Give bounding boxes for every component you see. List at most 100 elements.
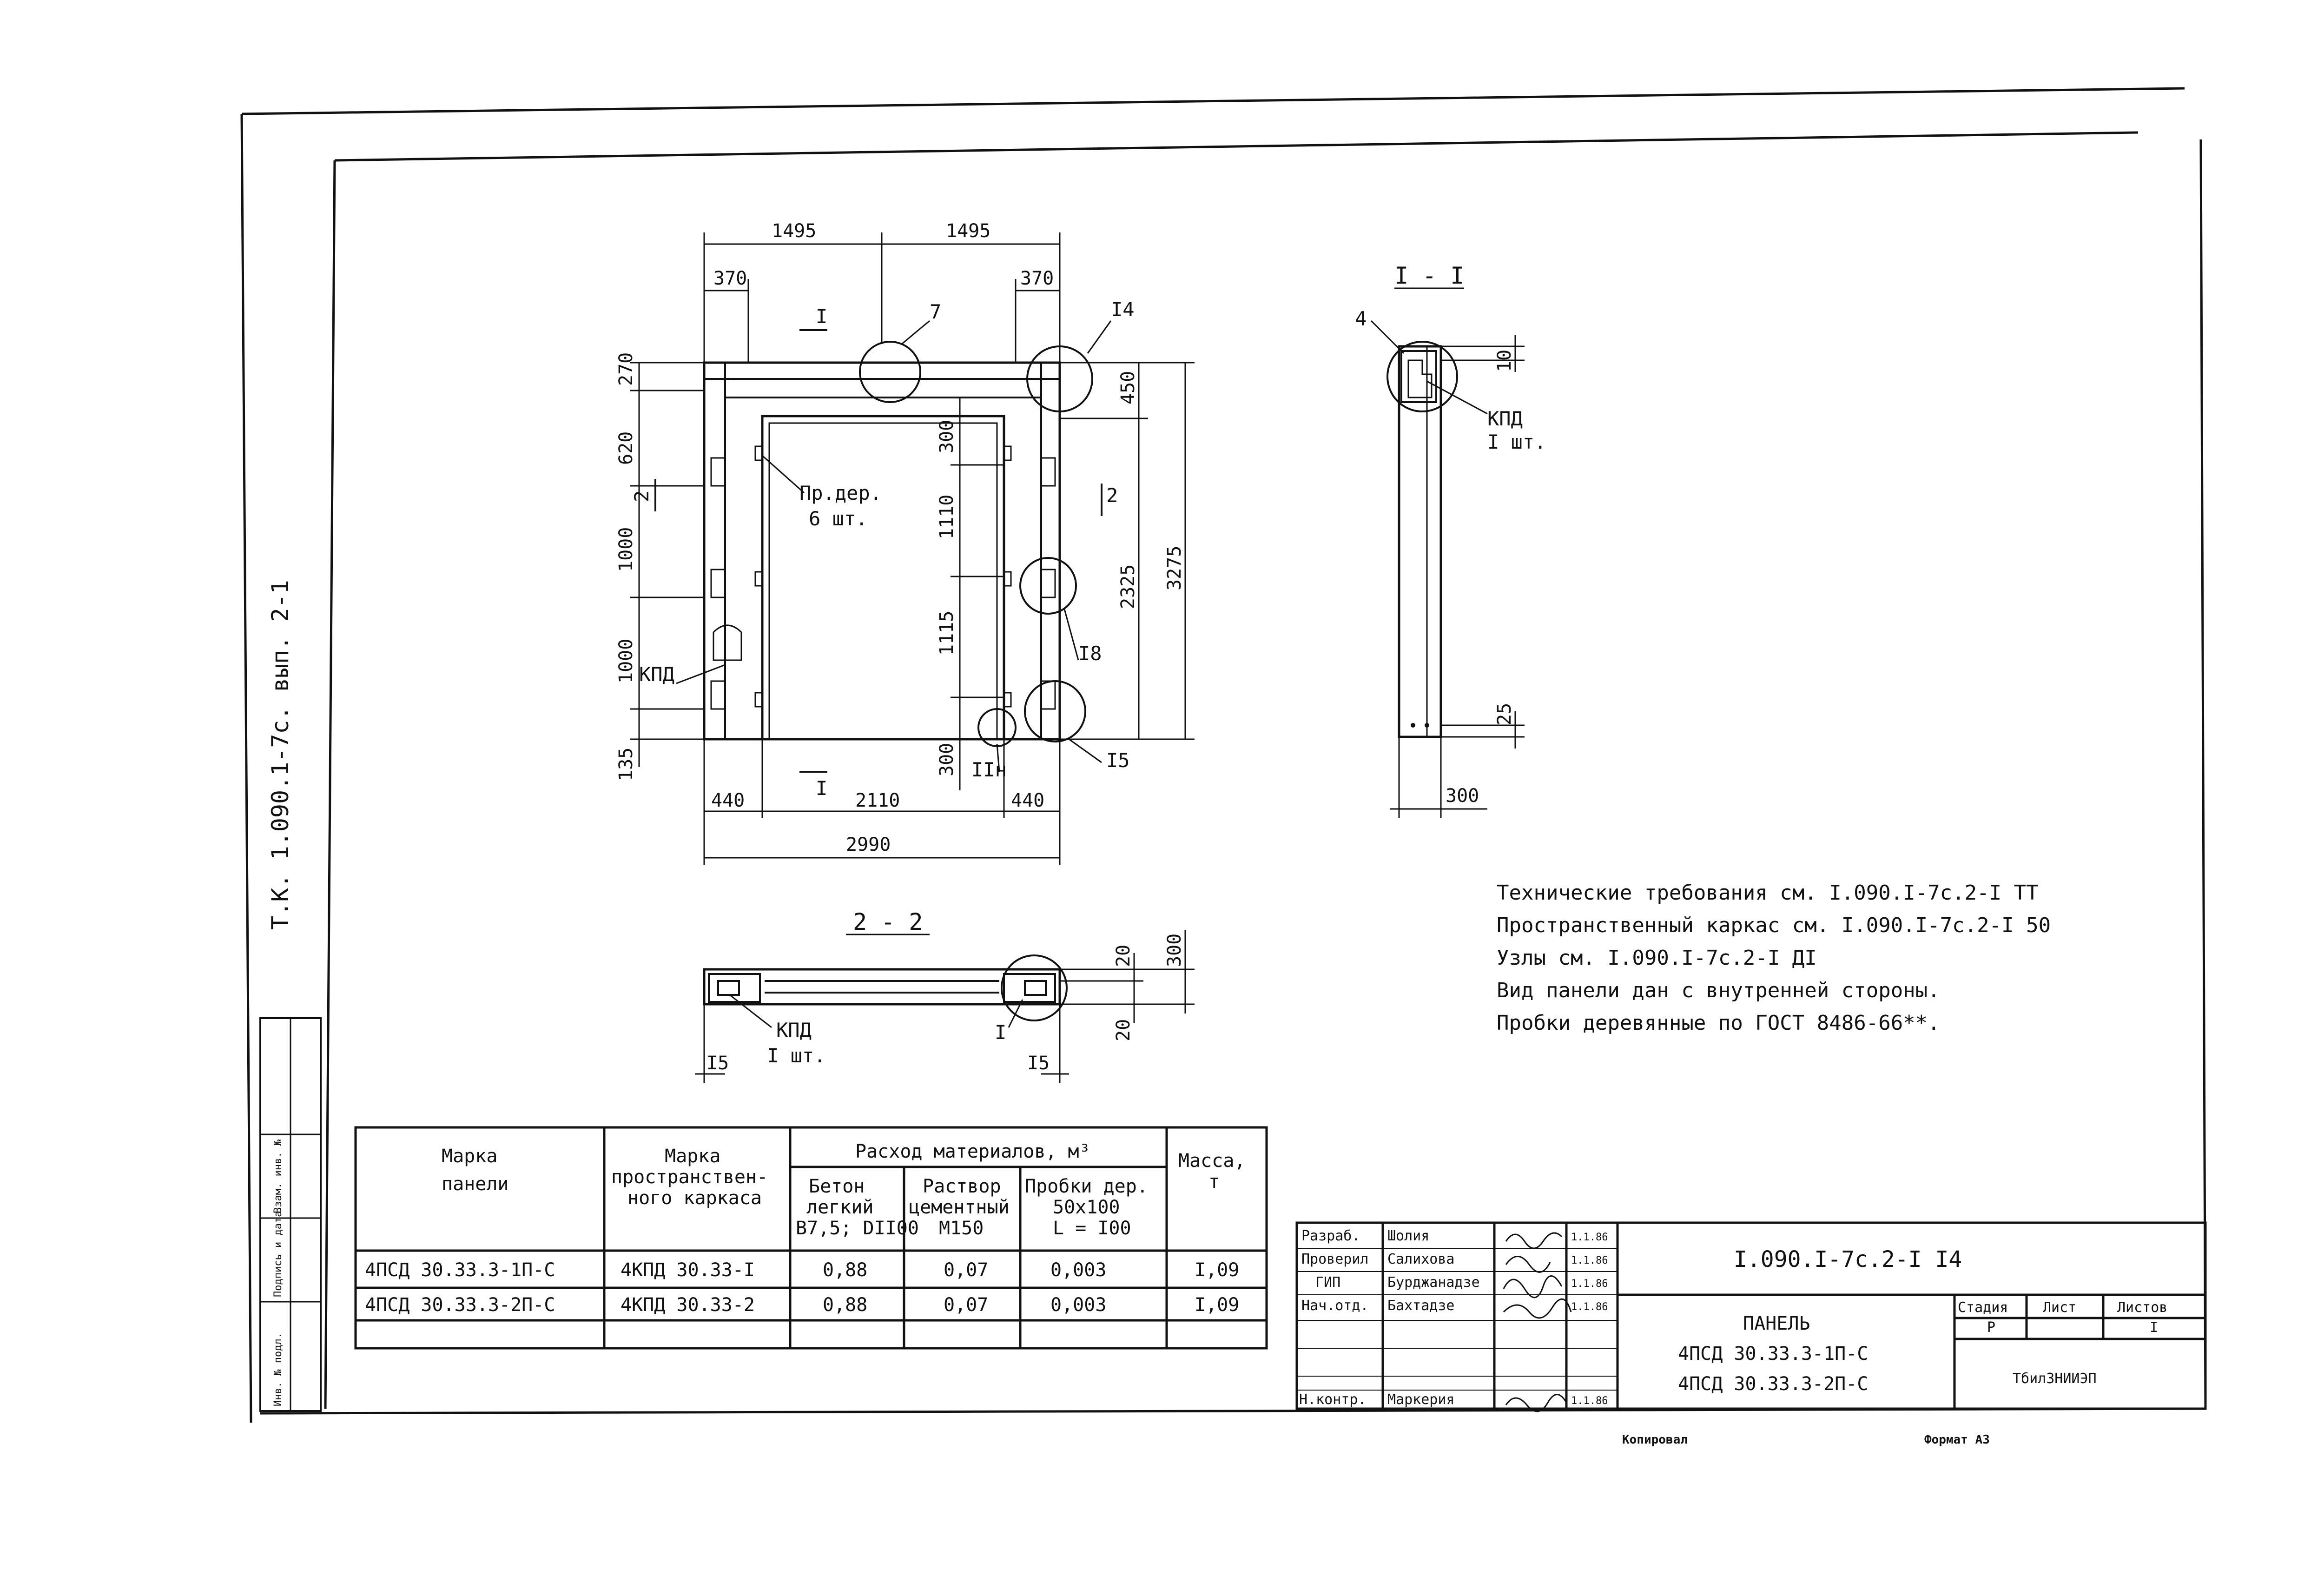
dim-right-1: 450: [1117, 371, 1139, 404]
signatures: [1503, 1232, 1572, 1412]
dim-right-3: 3275: [1164, 546, 1185, 590]
section-mark-2-left: 2: [630, 490, 653, 502]
footer-format: Формат А3: [1924, 1433, 1990, 1447]
dim-top-1: 1495: [772, 220, 816, 242]
section-2-2-dim-300: 300: [1164, 934, 1185, 967]
row1-plugs: 0,003: [1050, 1259, 1106, 1281]
th-mark-1: Марка: [442, 1146, 497, 1167]
section-mark-1-bottom: I: [816, 777, 827, 800]
tb-doc-code: I.090.I-7с.2-I I4: [1734, 1246, 1962, 1272]
th-concrete-2: легкий: [806, 1197, 874, 1218]
panel-elevation: 1495 1495 370 370 440 2110 440 2990 270 …: [615, 220, 1195, 865]
tb-role-4: Нач.отд.: [1301, 1298, 1369, 1314]
dim-inner-1: 300: [936, 420, 957, 453]
tb-panel-mark-1: 4ПСД 30.33.3-1П-С: [1678, 1343, 1868, 1365]
dim-inner-4: 300: [936, 743, 957, 776]
tb-name-3: Бурджанадзе: [1387, 1274, 1480, 1291]
section-2-2-kpd-1: КПД: [776, 1019, 812, 1041]
tb-sheets-value: I: [2150, 1319, 2158, 1336]
callout-circle-7: [859, 341, 921, 403]
th-mass-1: Масса,: [1178, 1150, 1246, 1172]
tb-role-2: Проверил: [1301, 1251, 1369, 1267]
dim-left-1: 270: [615, 352, 637, 386]
row2-mass: I,09: [1195, 1294, 1239, 1316]
tb-date-4: 1.1.86: [1571, 1301, 1608, 1313]
side-label-sign: Подпись и дата: [272, 1211, 284, 1297]
tb-date-3: 1.1.86: [1571, 1278, 1608, 1290]
section-1-1-dim-10: 10: [1494, 350, 1515, 372]
tb-org: ТбилЗНИИЭП: [2013, 1371, 2097, 1387]
plug-label-1: Пр.дер.: [799, 482, 882, 504]
row1-mark: 4ПСД 30.33.3-1П-С: [365, 1259, 555, 1281]
th-plugs-1: Пробки дер.: [1025, 1176, 1148, 1197]
th-consumption: Расход материалов, м³: [855, 1141, 1090, 1162]
dim-top-small-1: 370: [713, 268, 747, 289]
tb-name-4: Бахтадзе: [1387, 1298, 1455, 1314]
row2-mark: 4ПСД 30.33.3-2П-С: [365, 1294, 555, 1316]
tb-role-1: Разраб.: [1301, 1228, 1360, 1244]
tb-stage-header: Стадия: [1958, 1299, 2008, 1316]
row2-concrete: 0,88: [823, 1294, 867, 1316]
footer-copied: Копировал: [1622, 1433, 1688, 1447]
dim-left-5: 135: [615, 748, 637, 781]
callout-circle-15: [1024, 680, 1086, 742]
section-2-2: 2 - 2 КПД I шт. I I5 I5 20 20 300: [695, 908, 1195, 1083]
section-2-2-title: 2 - 2: [853, 908, 923, 935]
tb-date-1: 1.1.86: [1571, 1232, 1608, 1243]
dim-right-2: 2325: [1117, 564, 1139, 609]
section-2-2-dim-20-top: 20: [1113, 945, 1134, 967]
dim-bottom-3: 440: [1011, 790, 1044, 811]
dim-inner-2: 1110: [936, 495, 957, 539]
section-mark-2-right: 2: [1106, 484, 1118, 507]
tb-panel-mark-2: 4ПСД 30.33.3-2П-С: [1678, 1373, 1868, 1395]
section-2-2-dim-right: I5: [1027, 1053, 1050, 1074]
section-2-2-dim-20-bottom: 20: [1113, 1019, 1134, 1041]
callout-15: I5: [1106, 749, 1130, 772]
dim-left-4: 1000: [615, 639, 637, 683]
tb-name-2: Салихова: [1387, 1251, 1455, 1267]
wooden-plugs: [754, 445, 1012, 708]
row1-concrete: 0,88: [823, 1259, 867, 1281]
th-mortar-1: Раствор: [923, 1176, 1001, 1197]
row1-frame: 4КПД 30.33-I: [621, 1259, 755, 1281]
table-row: 4ПСД 30.33.3-2П-С 4КПД 30.33-2 0,88 0,07…: [365, 1294, 1239, 1316]
section-1-1: I - I 4 КПД I шт. 10 25 300: [1355, 262, 1546, 818]
note-4: Вид панели дан с внутренней стороны.: [1497, 979, 1940, 1002]
note-3: Узлы см. I.090.I-7с.2-I ДI: [1497, 946, 1817, 970]
side-label-vzam: Взам. инв. №: [272, 1140, 284, 1213]
tb-name-7: Маркерия: [1387, 1391, 1455, 1408]
dim-left-3: 1000: [615, 527, 637, 572]
dim-bottom-2: 2110: [855, 790, 900, 811]
section-1-1-title: I - I: [1394, 262, 1465, 289]
th-frame-2: пространствен-: [611, 1166, 768, 1188]
th-mark-2: панели: [442, 1173, 509, 1195]
section-mark-1-top: I: [816, 305, 827, 328]
row1-mortar: 0,07: [944, 1259, 988, 1281]
th-concrete-3: В7,5; DII00: [796, 1218, 919, 1239]
dim-left-2: 620: [615, 431, 637, 465]
dim-top-small-2: 370: [1020, 268, 1054, 289]
panel-outline: [703, 361, 1061, 741]
section-1-1-kpd-2: I шт.: [1487, 431, 1546, 453]
callout-circle-18: [1019, 557, 1077, 615]
section-2-2-kpd-2: I шт.: [767, 1044, 825, 1067]
dim-top-2: 1495: [946, 220, 990, 242]
th-mortar-3: М150: [939, 1218, 984, 1239]
th-mortar-2: цементный: [909, 1197, 1010, 1218]
dim-bottom-1: 440: [711, 790, 745, 811]
note-1: Технические требования см. I.090.I-7с.2-…: [1497, 881, 2039, 905]
tb-name-1: Шолия: [1387, 1228, 1429, 1244]
row2-frame: 4КПД 30.33-2: [621, 1294, 755, 1316]
th-concrete-1: Бетон: [809, 1176, 865, 1197]
th-plugs-3: L = I00: [1053, 1218, 1131, 1239]
section-1-1-dim-300: 300: [1446, 785, 1479, 807]
tb-role-3: ГИП: [1315, 1274, 1340, 1291]
side-label-inv: Инв. № подл.: [272, 1332, 284, 1406]
side-strip: Инв. № подл. Подпись и дата Взам. инв. №…: [259, 580, 322, 1412]
tb-sheets-header: Листов: [2117, 1299, 2167, 1316]
row2-plugs: 0,003: [1050, 1294, 1106, 1316]
materials-table: Марка панели Марка пространствен- ного к…: [354, 1126, 1268, 1350]
tb-panel-title: ПАНЕЛЬ: [1743, 1313, 1810, 1334]
kpd-label: КПД: [639, 663, 674, 686]
